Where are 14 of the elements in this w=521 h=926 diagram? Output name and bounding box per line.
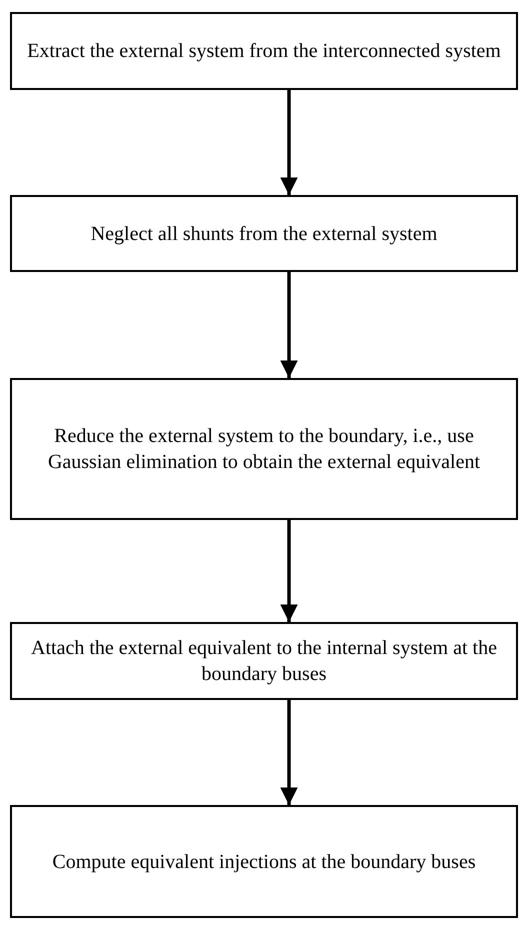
step-text: Compute equivalent injections at the boundary buses	[52, 850, 476, 874]
step-text: Attach the external equivalent to the internal system at the boundary buses	[30, 636, 498, 687]
process-box	[10, 12, 518, 90]
process-box	[10, 378, 518, 520]
arrow	[280, 272, 298, 378]
arrow	[280, 90, 298, 195]
process-box	[10, 622, 518, 700]
step-text: Neglect all shunts from the external system	[90, 222, 438, 246]
process-box	[10, 195, 518, 272]
process-box	[10, 805, 518, 918]
arrow	[280, 700, 298, 805]
arrow	[280, 520, 298, 622]
step-text: Reduce the external system to the boundary, i.e., use Gaussian elimination to obtain the external equivalent	[46, 424, 482, 475]
step-text: Extract the external system from the interconnected system	[27, 39, 501, 64]
